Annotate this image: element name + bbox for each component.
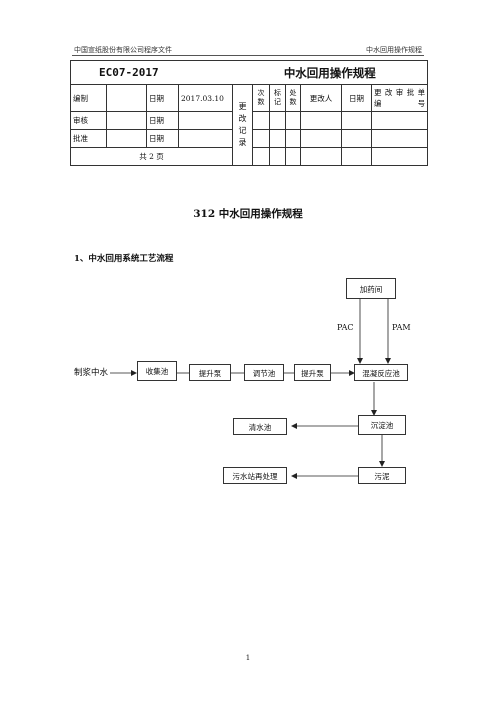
page-count: 共 2 页 [69,147,234,166]
col-date: 日期 [341,84,373,112]
doc-code: EC07-2017 [69,60,233,85]
lift-pump-1-box: 提升泵 [189,364,231,381]
date-value-1: 2017.03.10 [177,84,234,112]
lift-pump-2-box: 提升泵 [294,364,331,381]
pam-label: PAM [392,323,411,332]
section-heading: 1、中水回用系统工艺流程 [74,254,174,264]
coagulation-tank-box: 混凝反应池 [354,364,408,381]
collection-pool-box: 收集池 [137,361,177,381]
wastewater-treatment-box: 污水站再处理 [223,467,287,484]
sludge-box: 污泥 [358,467,406,484]
header-doc-name: 中水回用操作规程 [366,46,422,54]
clear-water-pool-box: 清水池 [233,418,287,435]
document-title: 312 中水回用操作规程 [193,208,303,220]
header-divider [72,55,424,56]
header-company: 中国宣纸股份有限公司程序文件 [74,46,172,54]
pac-label: PAC [337,323,354,332]
source-label: 制浆中水 [74,368,109,378]
page-number: 1 [245,654,251,662]
dosing-room-box: 加药间 [346,278,396,299]
doc-table-title: 中水回用操作规程 [232,60,429,85]
sedimentation-tank-box: 沉淀池 [358,415,406,435]
control-table: EC07-2017 中水回用操作规程 编制 日期 2017.03.10 更 改 … [69,60,429,166]
regulating-pool-box: 调节池 [244,364,284,381]
